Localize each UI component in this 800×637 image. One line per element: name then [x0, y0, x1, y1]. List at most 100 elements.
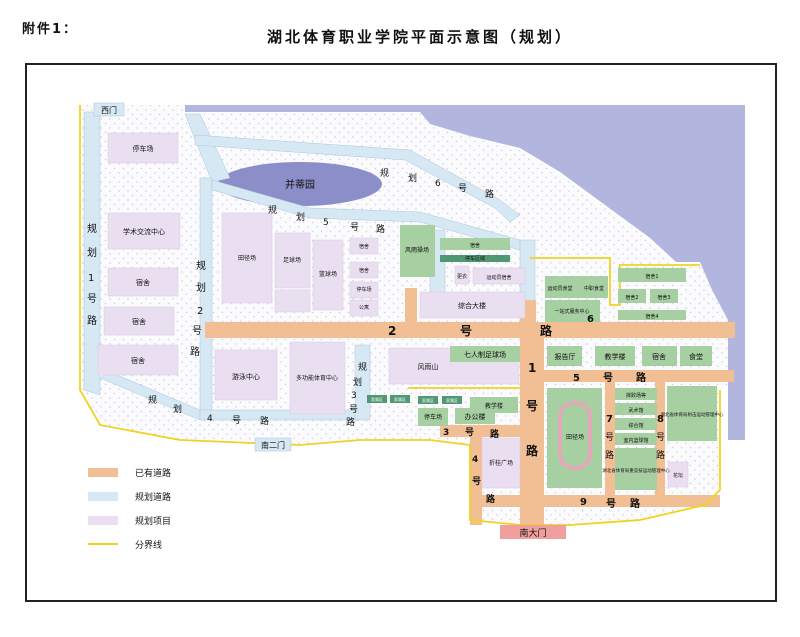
label-office: 办公楼: [465, 412, 486, 421]
label-heavy: 湖北省体育局重竞技运动管理中心: [602, 467, 670, 474]
label-dorm-s2: 家属区: [394, 396, 406, 402]
label-apartment: 公寓: [359, 304, 369, 311]
label-indoor: 室内篮球馆: [623, 437, 648, 444]
road1p-c3: 号: [87, 293, 97, 305]
road4-c1: 号: [472, 476, 481, 487]
label-dorm-s4: 家属区: [446, 397, 458, 403]
label-dorm1: 宿舍: [136, 278, 150, 287]
road3-c2: 路: [490, 428, 500, 440]
label-dorm3e: 宿舍3: [657, 294, 670, 301]
road8-c2: 路: [656, 449, 665, 461]
road4p-c0: 规: [148, 395, 157, 406]
road6-c1: 划: [408, 172, 417, 184]
road1p-c2: 1: [88, 273, 94, 284]
road8-c1: 号: [656, 432, 665, 443]
label-swim: 游泳中心: [232, 372, 260, 381]
label-multi: 多功能体育中心: [296, 374, 338, 382]
road9-c0: 9: [580, 497, 587, 508]
page-title: 湖北体育职业学院平面示意图（规划）: [266, 28, 573, 46]
label-wushu: 武术馆: [628, 407, 643, 414]
road6-c0: 规: [380, 168, 389, 179]
pond-label: 并蒂园: [285, 178, 315, 191]
road6-c4: 路: [485, 188, 494, 200]
road4p-c3: 号: [232, 415, 241, 426]
road3p-c2: 3: [351, 391, 357, 401]
label-fengyu-field: 风雨操场: [405, 246, 429, 254]
label-dorm1e: 宿舍1: [645, 273, 658, 280]
label-track-field: 田径场: [566, 433, 584, 441]
road9-c1: 号: [606, 498, 616, 510]
road4-c0: 4: [472, 455, 478, 465]
existing-roads: [205, 288, 735, 525]
road-labels: 规 划 6 号 路 规 划 5 号 路 规 划 1 号 路 规 划 2 号 路 …: [87, 168, 665, 510]
road3p-c1: 划: [353, 376, 362, 388]
south-gate-2-label: 南二门: [261, 440, 285, 450]
label-dorm-s1: 家属区: [371, 396, 383, 402]
road6-c2: 6: [435, 179, 441, 189]
label-dorm4e: 宿舍4: [645, 313, 658, 320]
road2p-c3: 号: [192, 325, 202, 337]
road6-c3: 号: [458, 183, 467, 194]
road5-c1: 号: [603, 372, 613, 384]
label-dorm-a: 宿舍: [359, 243, 369, 250]
legend: 已有道路 规划道路 规划项目 分界线: [88, 467, 171, 551]
label-forum: 花坛: [673, 472, 683, 479]
label-canteen-a: 运动员食堂: [547, 285, 572, 292]
road2-c1: 号: [460, 323, 472, 338]
water-body: [185, 105, 745, 440]
road2p-c0: 规: [196, 259, 206, 272]
label-dorm2: 宿舍: [132, 317, 146, 326]
road5p-c4: 路: [376, 223, 385, 235]
road1-c0: 1: [528, 361, 536, 375]
running-track: [558, 401, 592, 470]
label-changing: 更衣: [457, 273, 467, 280]
road3p-c0: 规: [358, 362, 367, 373]
south-main-gate: [500, 525, 566, 539]
road1-c1: 号: [526, 398, 538, 413]
road9-c2: 路: [630, 497, 641, 510]
road4p-c2: 4: [207, 414, 213, 424]
label-dorm-b: 宿舍: [359, 267, 369, 274]
south-gate-2: [254, 437, 292, 452]
label-dorm-s3: 家属区: [422, 397, 434, 403]
legend-swatch-planned-project: [88, 516, 118, 525]
label-one-stop: 一站式服务中心: [554, 308, 589, 315]
label-boxing: 综合馆: [628, 422, 643, 429]
label-parking-c: 停车场: [356, 286, 371, 293]
road3p-c3: 号: [349, 404, 358, 415]
road1-c2: 路: [526, 443, 539, 458]
label-taekwondo: 摔跤场等: [626, 392, 646, 399]
road1p-c4: 路: [87, 314, 97, 327]
label-football: 足球场: [283, 256, 301, 264]
road2p-c4: 路: [190, 345, 200, 358]
road5p-c0: 规: [268, 205, 277, 216]
building-labels: 停车场 学术交流中心 宿舍 宿舍 宿舍 田径场 足球场 篮球场 游泳中心 多功能…: [123, 144, 724, 479]
road4-c2: 路: [486, 493, 496, 505]
legend-swatch-existing: [88, 468, 118, 477]
label-parking-s: 停车场: [424, 413, 442, 421]
label-canteen-e: 食堂: [689, 352, 703, 361]
legend-label-planned-project: 规划项目: [135, 515, 171, 527]
road3-c0: 3: [443, 428, 449, 438]
road7-c0: 7: [606, 414, 613, 425]
label-dorm-area: 停车区域: [465, 255, 485, 262]
road5p-c2: 5: [323, 218, 329, 228]
road2p-c2: 2: [197, 306, 203, 317]
road4p-c4: 路: [260, 415, 269, 427]
label-dorm3: 宿舍: [131, 356, 145, 365]
label-basket: 篮球场: [319, 270, 337, 278]
road3-c1: 号: [465, 427, 474, 438]
legend-label-boundary: 分界线: [135, 539, 162, 551]
label-field: 田径场: [238, 254, 256, 262]
road6-number: 6: [587, 314, 594, 325]
attachment-label: 附件1：: [22, 22, 79, 37]
road8-c0: 8: [657, 414, 664, 425]
road7-c2: 路: [605, 449, 614, 461]
road5-c2: 路: [636, 371, 647, 384]
label-athlete: 运动员宿舍: [486, 274, 511, 281]
road5p-c3: 号: [350, 222, 359, 233]
label-teach1: 教学楼: [605, 352, 626, 361]
map-frame: [25, 63, 777, 602]
label-parking-w: 停车场: [133, 144, 154, 153]
label-shooting: 湖北省体育局射击运动管理中心: [661, 411, 724, 418]
